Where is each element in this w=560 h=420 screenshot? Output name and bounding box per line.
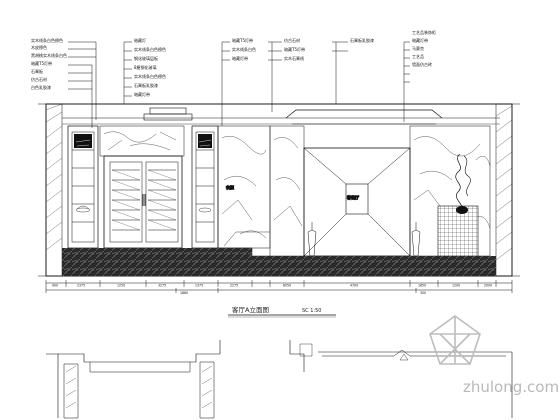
floor-left [62, 248, 218, 276]
annotation-22: 暗藏灯带 [412, 37, 428, 43]
dim-5: 2275 [230, 284, 238, 288]
dim-8: 1850 [418, 284, 426, 288]
dim-9: 1200 [452, 284, 460, 288]
annotation-1: 木皮擦色 [31, 44, 47, 50]
drawing-title: 客厅A立面图 SC 1:50 [228, 305, 336, 318]
marble-panel-left [99, 125, 185, 157]
annotation-2: 黑胡桃实木线条白色 [31, 52, 67, 58]
dim-7: 4700 [350, 284, 358, 288]
dim-3: 3275 [158, 284, 166, 288]
dimension-chain [45, 280, 513, 293]
dim-12: 300 [420, 291, 426, 295]
drawing-scale: SC 1:50 [302, 308, 321, 314]
annotation-5: 仿古石材 [31, 76, 47, 82]
dimension-labels: 900 2375 1250 3275 1375 2275 6050 4700 1… [52, 284, 492, 296]
annotation-7: 暗藏灯 [134, 37, 146, 43]
annotation-15: 实木线条白色 [232, 46, 256, 52]
cabinet-shelves [111, 169, 177, 231]
right-vase [411, 229, 421, 257]
dim-10: 2000 [484, 284, 492, 288]
annotation-13: 暗藏灯带 [134, 91, 150, 97]
annotation-9: 钢化玻璃层板 [134, 55, 158, 61]
dim-2: 1250 [117, 284, 125, 288]
floor-right [218, 256, 496, 276]
watermark-text: zhulong.com [463, 378, 559, 396]
annotation-20: 石膏板乳胶漆 [350, 37, 374, 43]
dim-1: 2375 [77, 284, 85, 288]
annotation-24: 工艺品 [412, 54, 424, 59]
annotation-6: 白色乳胶漆 [31, 84, 51, 90]
dim-6: 6050 [283, 284, 291, 288]
left-vase [307, 229, 317, 257]
annotation-19: 实木石膏线 [284, 55, 304, 61]
watermark: zhulong.com [429, 315, 559, 396]
annotation-3: 暗藏T5灯带 [31, 60, 52, 66]
annotation-21: 工艺品装饰柜 [412, 29, 436, 35]
annotation-4: 石膏板 [31, 68, 43, 74]
annotation-16: 暗藏灯带 [232, 55, 248, 61]
annotation-10: 8厘钢化玻璃 [134, 64, 157, 70]
plan-section [46, 340, 513, 419]
annotation-14: 暗藏T5灯带 [232, 37, 253, 43]
room-label: 客餐厅 [347, 194, 359, 200]
annotation-0: 实木线条白色擦色 [31, 37, 63, 43]
annotation-25: 墙面仿古砖 [412, 61, 432, 67]
mosaic-tile-panel [437, 205, 479, 257]
annotation-18: 暗藏T5灯带 [284, 46, 305, 52]
decorative-sculpture [455, 153, 463, 211]
leader-lines [68, 41, 410, 128]
watermark-logo-icon [429, 315, 481, 365]
annotation-8: 实木线条白色擦色 [134, 46, 166, 52]
annotation-23: 马赛克 [412, 45, 424, 51]
annotation-17: 仿古石材 [284, 37, 300, 43]
dim-4: 1375 [195, 284, 203, 288]
dim-11: 1860 [180, 291, 188, 295]
annotation-11: 实木线条白色擦色 [134, 73, 166, 79]
drawing-title-text: 客厅A立面图 [232, 305, 269, 314]
elevation: 衣柜 客餐厅 [38, 103, 520, 277]
dim-0: 900 [52, 284, 58, 288]
annotation-labels: 实木线条白色擦色 木皮擦色 黑胡桃实木线条白色 暗藏T5灯带 石膏板 仿古石材 … [31, 29, 436, 97]
side-label: 衣柜 [226, 184, 234, 190]
annotation-12: 石膏板乳胶漆 [134, 82, 158, 88]
